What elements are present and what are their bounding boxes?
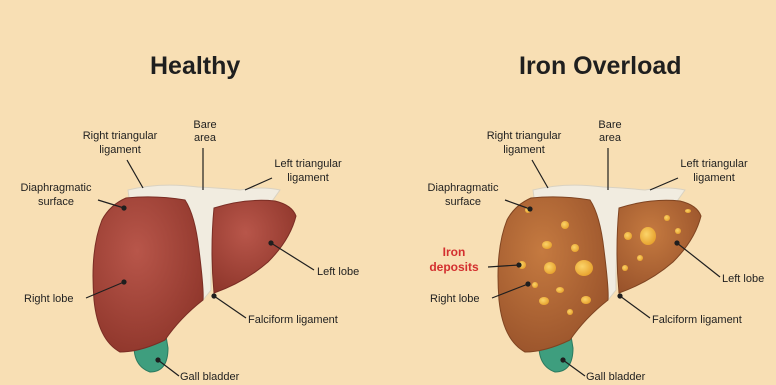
healthy-liver <box>93 185 296 372</box>
healthy-right-lobe-dot <box>122 280 126 284</box>
healthy-left-lobe-label: Left lobe <box>317 266 359 278</box>
healthy-right-lobe-label: Right lobe <box>24 293 74 305</box>
healthy-right-lobe <box>93 197 203 352</box>
healthy-right-triangular-label-2: ligament <box>99 144 141 156</box>
overload-left-lobe <box>617 200 701 293</box>
healthy-diaphragmatic-label-1: Diaphragmatic <box>21 182 92 194</box>
overload-gall-bladder-label: Gall bladder <box>586 371 646 383</box>
healthy-falciform-dot <box>212 294 216 298</box>
healthy-left-triangular-label-1: Left triangular <box>274 158 342 170</box>
overload-diaphragmatic-dot <box>528 207 532 211</box>
overload-right-triangular-label-1: Right triangular <box>487 130 562 142</box>
overload-bare-area-label-2: area <box>599 132 622 144</box>
healthy-diaphragmatic-label-2: surface <box>38 196 74 208</box>
overload-falciform-dot <box>618 294 622 298</box>
iron-deposit <box>544 262 556 274</box>
iron-deposit <box>575 260 593 276</box>
iron-deposits-label-2: deposits <box>429 260 479 274</box>
healthy-falciform-leader <box>214 296 246 318</box>
iron-deposit <box>675 228 681 234</box>
iron-deposit <box>637 255 643 261</box>
iron-deposit <box>556 287 564 293</box>
overload-falciform-leader <box>620 296 650 318</box>
overload-right-lobe <box>498 197 608 352</box>
iron-deposit <box>567 309 573 315</box>
healthy-gall-bladder-label: Gall bladder <box>180 371 240 383</box>
healthy-left-lobe-dot <box>269 241 273 245</box>
overload-diaphragmatic-label-1: Diaphragmatic <box>428 182 499 194</box>
overload-left-lobe-label: Left lobe <box>722 273 764 285</box>
healthy-left-triangular-label-2: ligament <box>287 172 329 184</box>
healthy-right-triangular-label-1: Right triangular <box>83 130 158 142</box>
iron-deposit <box>685 209 691 213</box>
iron-deposits-dot <box>517 263 521 267</box>
overload-liver <box>498 185 701 372</box>
overload-right-lobe-label: Right lobe <box>430 293 480 305</box>
iron-deposit <box>581 296 591 304</box>
healthy-left-lobe <box>212 200 296 293</box>
healthy-gall-bladder-dot <box>156 358 160 362</box>
overload-diaphragmatic-label-2: surface <box>445 196 481 208</box>
iron-deposit <box>664 215 670 221</box>
overload-left-triangular-label-2: ligament <box>693 172 735 184</box>
iron-deposit <box>624 232 632 240</box>
overload-right-lobe-dot <box>526 282 530 286</box>
iron-deposits-label-1: Iron <box>443 245 466 259</box>
iron-deposit <box>571 244 579 252</box>
iron-deposit <box>622 265 628 271</box>
healthy-left-lobe-leader <box>271 243 314 270</box>
iron-deposit <box>532 282 538 288</box>
overload-left-lobe-leader <box>677 243 720 277</box>
healthy-bare-area-label-1: Bare <box>193 119 216 131</box>
overload-left-lobe-dot <box>675 241 679 245</box>
overload-left-triangular-label-1: Left triangular <box>680 158 748 170</box>
healthy-right-triangular-leader <box>127 160 143 188</box>
overload-bare-area-label-1: Bare <box>598 119 621 131</box>
overload-right-triangular-label-2: ligament <box>503 144 545 156</box>
iron-deposit <box>542 241 552 249</box>
healthy-bare-area-label-2: area <box>194 132 217 144</box>
overload-gall-bladder-dot <box>561 358 565 362</box>
overload-right-triangular-leader <box>532 160 548 188</box>
healthy-falciform-label: Falciform ligament <box>248 314 338 326</box>
iron-deposit <box>539 297 549 305</box>
healthy-diaphragmatic-dot <box>122 206 126 210</box>
iron-deposit <box>561 221 569 229</box>
iron-deposit <box>640 227 656 245</box>
overload-falciform-label: Falciform ligament <box>652 314 742 326</box>
